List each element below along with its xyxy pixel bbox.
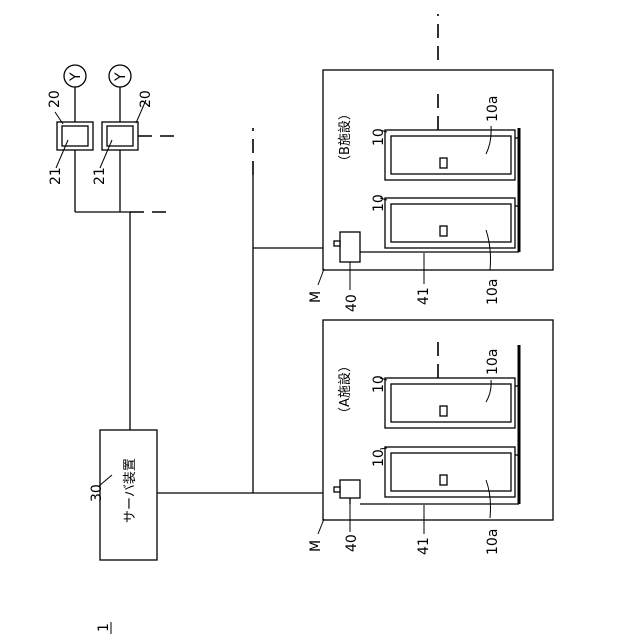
facility-b-controller-port [334, 241, 340, 246]
facility-a-facility-ref: M [308, 540, 324, 552]
facility-a-facility-leader [318, 519, 324, 534]
facility-b-bus-ref: 41 [416, 287, 432, 305]
facility-a-machine-2-inner [391, 384, 511, 422]
facility-b-product-2-ref: 10a [485, 96, 501, 122]
facility-b-controller [340, 232, 360, 262]
facility-a-controller [340, 480, 360, 498]
terminal-2-ref: 20 [138, 90, 154, 108]
facility-b-machine-2-inner [391, 136, 511, 174]
facility-b-controller-ref: 40 [344, 294, 360, 312]
facility-a-controller-port [334, 487, 340, 492]
facility-b-machine-1-slot [440, 226, 447, 236]
terminal-1-user-symbol: Y [68, 72, 84, 82]
facility-b-machine-1-inner [391, 204, 511, 242]
terminal-2-screen-ref: 21 [92, 167, 108, 185]
terminal-1: Y 20 21 [47, 65, 93, 212]
facility-a-machine-2-ref: 10 [371, 375, 387, 393]
server-label: サーバ装置 [123, 458, 138, 523]
facility-a: （A施設） M 40 41 10 10 10a 10a [308, 320, 553, 555]
facility-b: （B施設） M 40 41 10 10 10a 10a [308, 70, 553, 312]
server-ref: 30 [89, 484, 105, 502]
figure-number: 1 [96, 623, 112, 632]
terminal-1-screen [62, 126, 88, 146]
facility-b-product-1-ref: 10a [485, 279, 501, 305]
facility-a-product-2-ref: 10a [485, 349, 501, 375]
facility-b-machine-1-ref: 10 [371, 194, 387, 212]
facility-a-product-1-ref: 10a [485, 529, 501, 555]
terminal-1-screen-ref: 21 [48, 167, 64, 185]
server-device: サーバ装置 30 [89, 430, 157, 560]
facility-a-machine-1-inner [391, 453, 511, 491]
terminal-2: Y 20 21 [92, 65, 154, 212]
facility-b-machine-2-slot [440, 158, 447, 168]
terminal-2-user-symbol: Y [113, 72, 129, 82]
facility-a-machine-1-slot [440, 475, 447, 485]
facility-a-machine-1-ref: 10 [371, 449, 387, 467]
facility-a-controller-ref: 40 [344, 534, 360, 552]
facility-a-name: （A施設） [337, 359, 353, 420]
facility-a-machine-2-slot [440, 406, 447, 416]
facility-b-name: （B施設） [337, 107, 353, 168]
terminal-1-ref: 20 [47, 90, 63, 108]
facility-b-facility-ref: M [308, 291, 324, 303]
facility-a-bus-ref: 41 [416, 537, 432, 555]
facility-b-facility-leader [318, 269, 324, 285]
